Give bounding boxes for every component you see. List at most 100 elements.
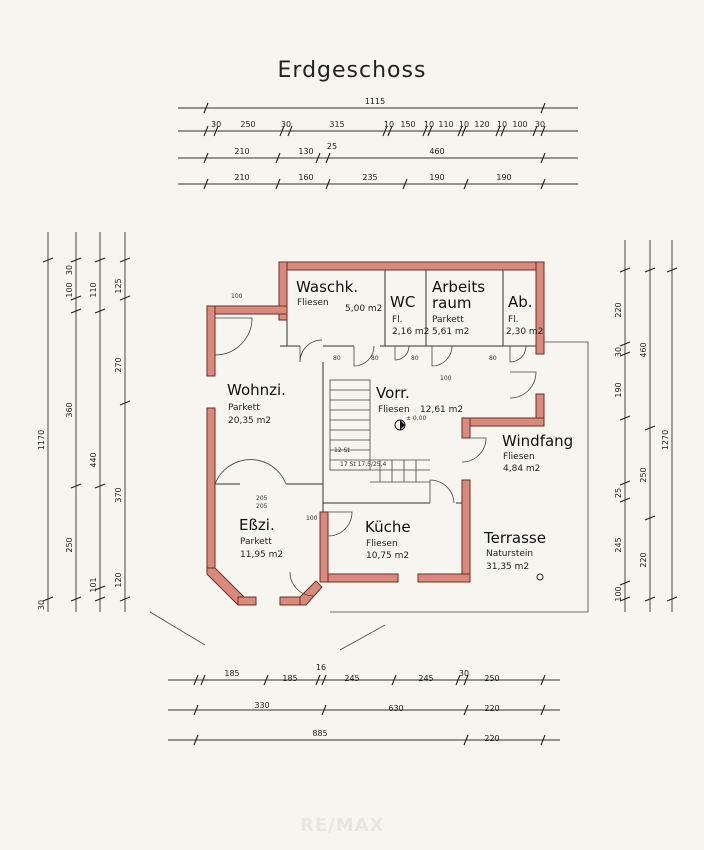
bottom-dimension-chains: 185 185 16 245 245 30 250 330 630 220 88… bbox=[168, 663, 560, 746]
dim-right-r2-1: 250 bbox=[639, 467, 648, 482]
room-wohnzi: Wohnzi. Parkett 20,35 m2 bbox=[227, 381, 286, 426]
opening-label: 80 bbox=[411, 355, 419, 362]
room-area: 31,35 m2 bbox=[486, 562, 529, 572]
room-waschk: Waschk. Fliesen 5,00 m2 bbox=[296, 278, 382, 314]
opening-label: 100 bbox=[231, 293, 243, 300]
room-floor: Fl. bbox=[392, 315, 403, 325]
dim-top-r1-11: 100 bbox=[512, 120, 527, 129]
opening-label: 205 bbox=[256, 495, 268, 502]
room-name-2: raum bbox=[432, 294, 471, 312]
dim-top-r2-1: 130 bbox=[298, 147, 313, 156]
room-floor: Parkett bbox=[240, 537, 272, 547]
opening-label: 100 bbox=[440, 375, 452, 382]
room-area: 20,35 m2 bbox=[228, 416, 271, 426]
room-floor: Parkett bbox=[228, 403, 260, 413]
dim-bot-r1-5: 30 bbox=[459, 669, 469, 678]
dim-top-r1-3: 315 bbox=[329, 120, 344, 129]
dim-top-r3-1: 160 bbox=[298, 173, 313, 182]
dim-left-r2-1: 440 bbox=[89, 452, 98, 467]
dim-left-r3-3: 30 bbox=[37, 600, 46, 610]
dim-left-r2-0: 270 bbox=[114, 357, 123, 372]
room-area: 11,95 m2 bbox=[240, 550, 283, 560]
room-wc: WC Fl. 2,16 m2 bbox=[390, 293, 429, 337]
room-name: Vorr. bbox=[376, 384, 410, 402]
dim-top-total: 1115 bbox=[365, 97, 385, 106]
dim-bot-r2-0: 330 bbox=[254, 701, 269, 710]
room-vorr: Vorr. Fliesen 12,61 m2 bbox=[376, 384, 463, 415]
dim-top-r3-3: 190 bbox=[429, 173, 444, 182]
room-floor: Fl. bbox=[508, 315, 519, 325]
dim-left-r3-0: 360 bbox=[65, 402, 74, 417]
dim-top-r1-12: 30 bbox=[535, 120, 545, 129]
top-dimension-chains: 1115 30 250 30 315 10 150 10 110 10 120 … bbox=[178, 97, 578, 190]
dim-right-r1-1: 30 bbox=[614, 347, 623, 357]
room-windfang: Windfang Fliesen 4,84 m2 bbox=[502, 432, 573, 474]
room-area: 10,75 m2 bbox=[366, 551, 409, 561]
room-name: Windfang bbox=[502, 432, 573, 450]
dim-top-r2-3: 460 bbox=[429, 147, 444, 156]
dim-top-r1-4: 10 bbox=[384, 120, 394, 129]
opening-label: 80 bbox=[489, 355, 497, 362]
stair-label: 17 St 17,5/25,4 bbox=[340, 461, 387, 468]
dim-left-r1-1: 100 bbox=[65, 282, 74, 297]
watermark-logo: RE/MAX bbox=[300, 815, 385, 836]
room-floor: Fliesen bbox=[378, 405, 410, 415]
dim-top-r3-4: 190 bbox=[496, 173, 511, 182]
dim-top-r1-1: 250 bbox=[240, 120, 255, 129]
dim-bot-r1-6: 250 bbox=[484, 674, 499, 683]
room-area: 4,84 m2 bbox=[503, 464, 540, 474]
plan-title: Erdgeschoss bbox=[277, 58, 427, 83]
room-area: 2,16 m2 bbox=[392, 327, 429, 337]
opening-labels: 100 205 205 80 80 80 80 100 100 bbox=[231, 293, 497, 522]
dim-top-r1-9: 120 bbox=[474, 120, 489, 129]
room-name: WC bbox=[390, 293, 415, 311]
dim-bot-r1-2: 16 bbox=[316, 663, 326, 672]
dim-top-r3-0: 210 bbox=[234, 173, 249, 182]
dim-bot-r1-3: 245 bbox=[344, 674, 359, 683]
room-floor: Fliesen bbox=[297, 298, 329, 308]
room-name: Terrasse bbox=[483, 529, 546, 547]
staircase: 17 St 17,5/25,4 12 St ± 0,00 bbox=[329, 379, 430, 483]
dim-left-r1-0: 30 bbox=[65, 265, 74, 275]
room-name: Waschk. bbox=[296, 278, 358, 296]
dim-right-r1-3: 25 bbox=[614, 488, 623, 498]
stair-label-2: 12 St bbox=[334, 447, 350, 454]
dim-top-r2-0: 210 bbox=[234, 147, 249, 156]
dim-right-total: 1270 bbox=[661, 430, 670, 450]
dim-bot-total: 885 bbox=[312, 729, 327, 738]
right-dimension-chains: 220 30 190 25 245 100 460 250 220 1270 bbox=[614, 240, 678, 612]
room-area: 12,61 m2 bbox=[420, 405, 463, 415]
dim-right-r2-2: 220 bbox=[639, 552, 648, 567]
room-name: Wohnzi. bbox=[227, 381, 286, 399]
room-kueche: Küche Fliesen 10,75 m2 bbox=[365, 518, 411, 561]
room-floor: Parkett bbox=[432, 315, 464, 325]
dim-top-r1-8: 10 bbox=[459, 120, 469, 129]
room-area: 5,61 m2 bbox=[432, 327, 469, 337]
dim-bot-r3: 220 bbox=[484, 734, 499, 743]
interior-walls bbox=[215, 270, 536, 512]
terrace-outline bbox=[330, 341, 589, 613]
room-ab: Ab. Fl. 2,30 m2 bbox=[506, 293, 543, 337]
room-name: Eßzi. bbox=[239, 516, 275, 534]
opening-label: 80 bbox=[333, 355, 341, 362]
room-terrasse: Terrasse Naturstein 31,35 m2 bbox=[483, 529, 546, 572]
dim-right-r1-0: 220 bbox=[614, 302, 623, 317]
dim-bot-r1-1: 185 bbox=[282, 674, 297, 683]
dim-top-r1-7: 110 bbox=[438, 120, 453, 129]
room-floor: Fliesen bbox=[366, 539, 398, 549]
opening-label: 205 bbox=[256, 503, 268, 510]
dim-top-r1-0: 30 bbox=[211, 120, 221, 129]
dim-left-total: 1170 bbox=[37, 430, 46, 450]
dim-bot-r2-2: 220 bbox=[484, 704, 499, 713]
left-dimension-chains: 1170 30 100 110 125 270 440 250 120 360 … bbox=[37, 232, 131, 612]
room-area: 2,30 m2 bbox=[506, 327, 543, 337]
dim-right-r2-0: 460 bbox=[639, 342, 648, 357]
dim-top-r1-6: 10 bbox=[424, 120, 434, 129]
opening-label: 100 bbox=[306, 515, 318, 522]
room-floor: Naturstein bbox=[486, 549, 533, 559]
dim-top-r2-2: 25 bbox=[327, 142, 337, 151]
dim-bot-r1-4: 245 bbox=[418, 674, 433, 683]
opening-label: 80 bbox=[371, 355, 379, 362]
room-name: Arbeits bbox=[432, 278, 485, 296]
